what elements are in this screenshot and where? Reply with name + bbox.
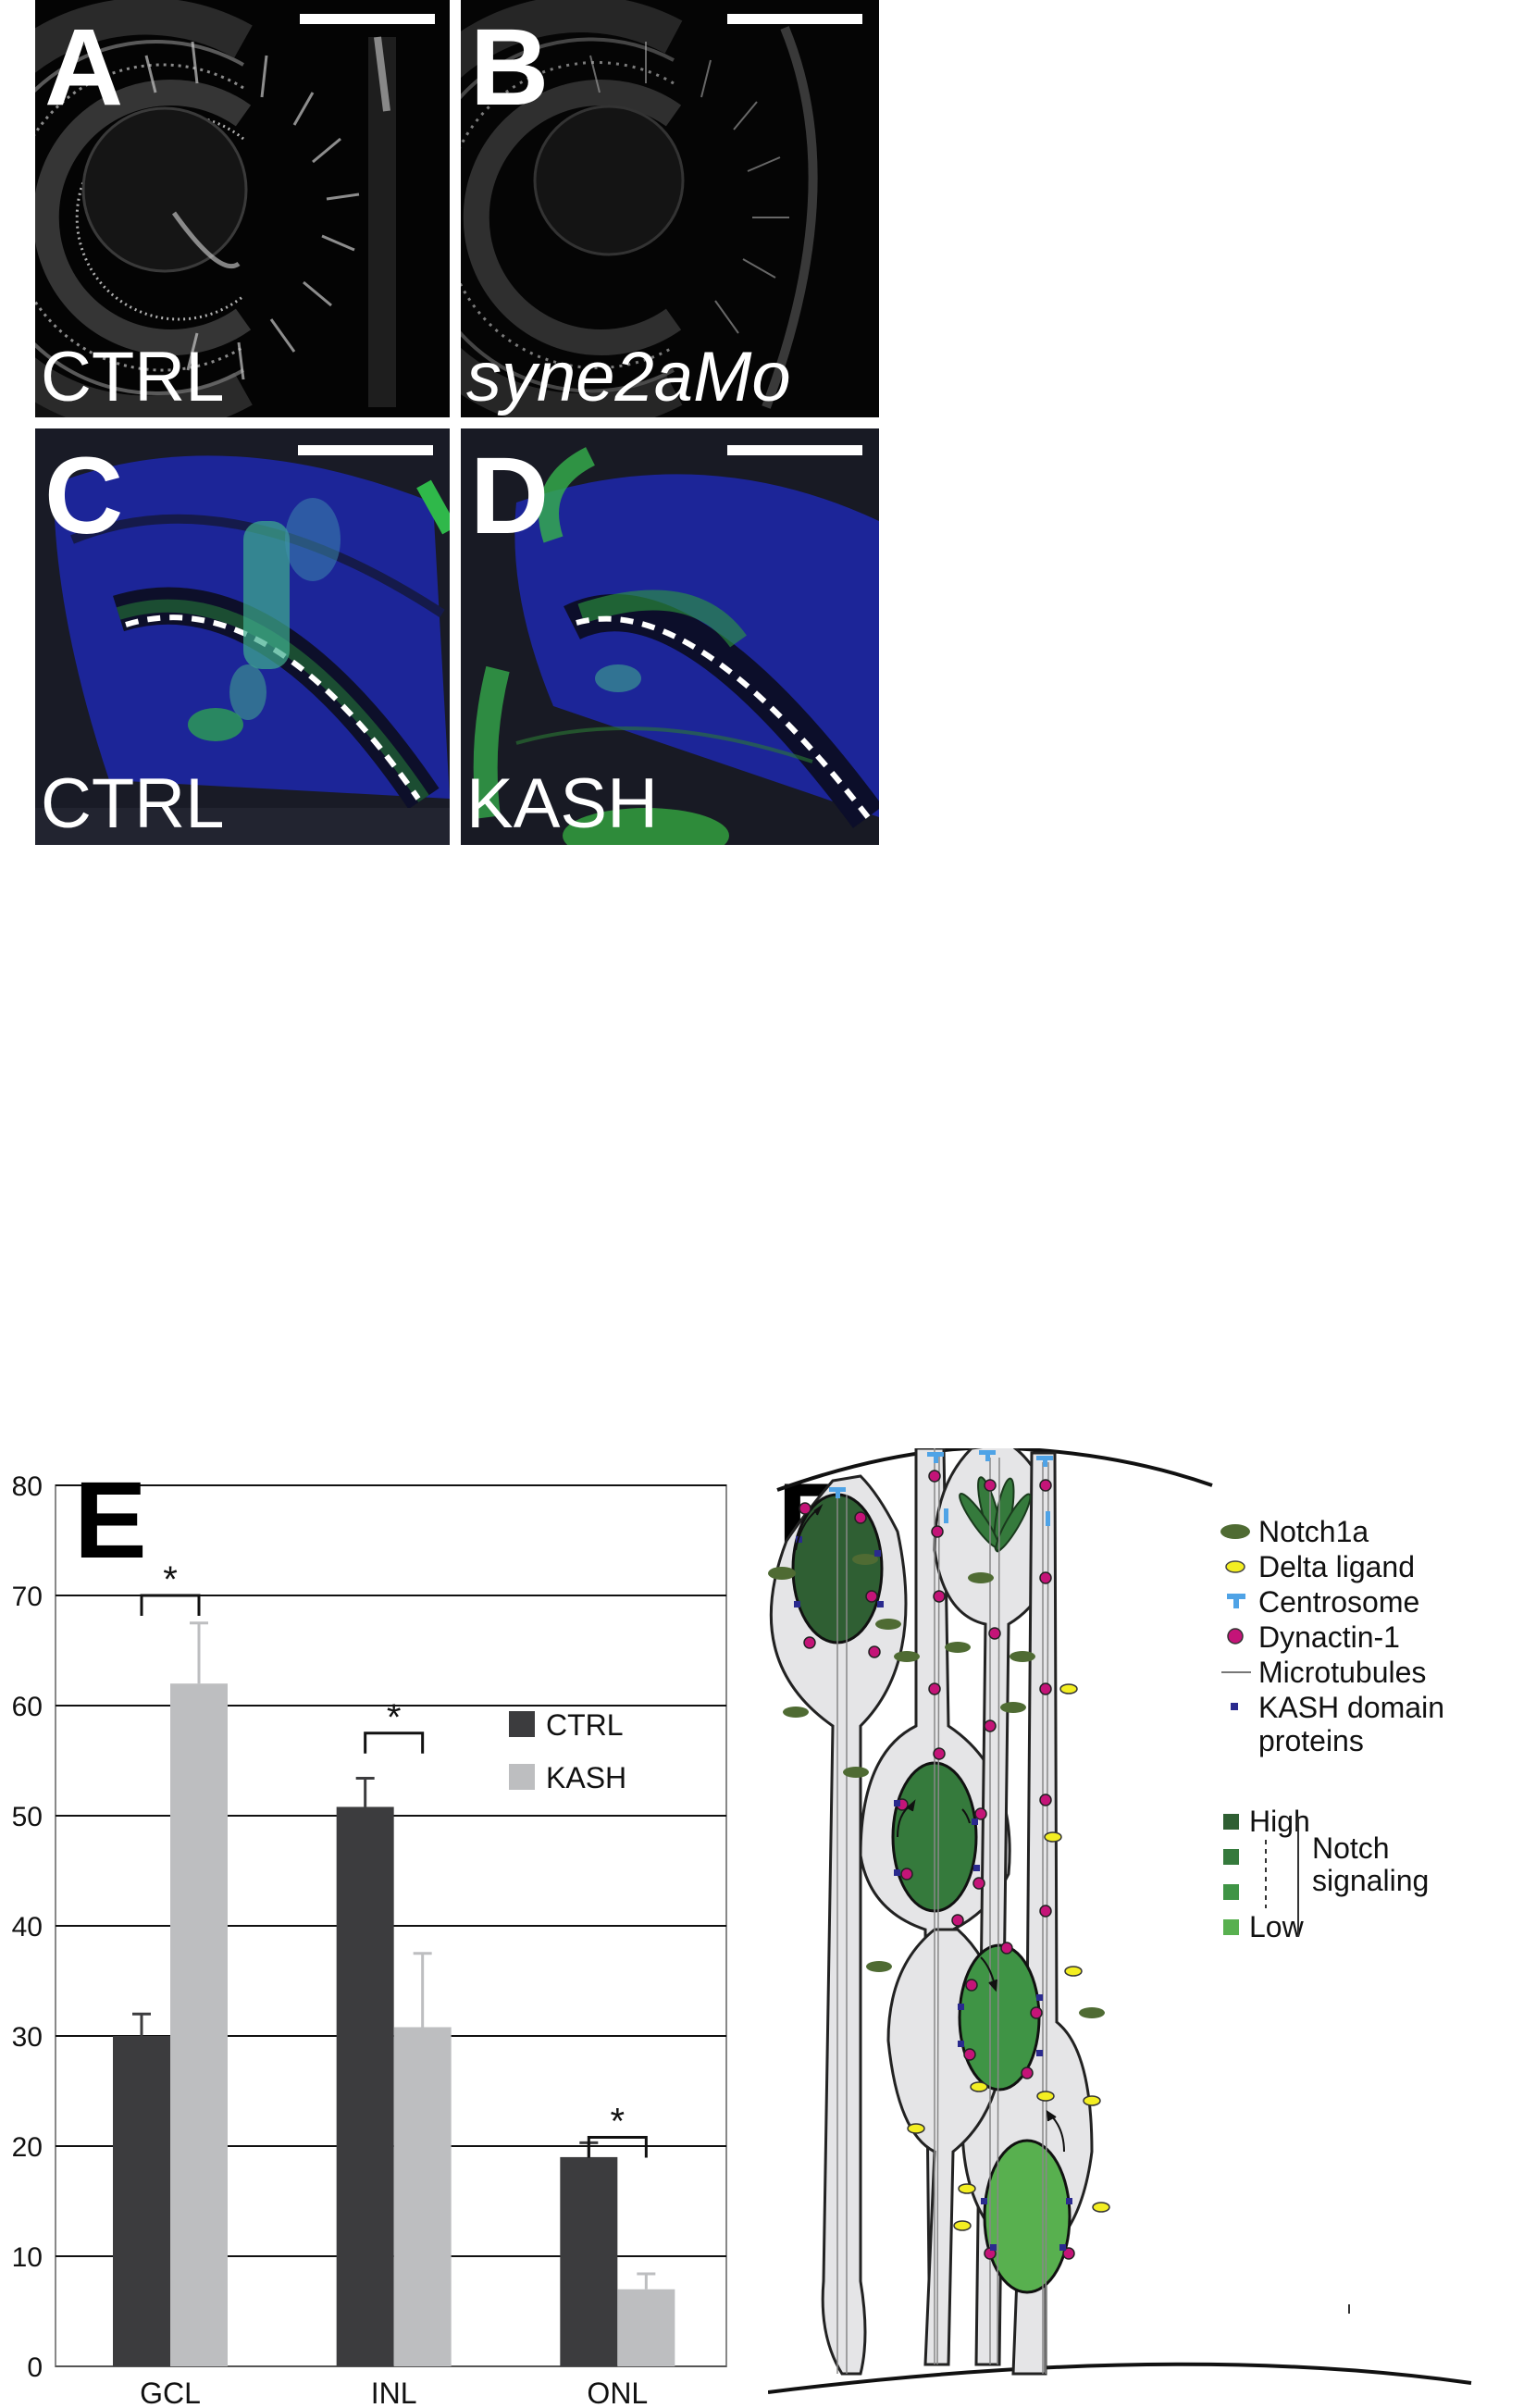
chart-y-tick-labels: 0 10 20 30 40 50 60 70 80 — [12, 1471, 43, 2383]
y-tick-label-0: 0 — [27, 2352, 43, 2383]
panel-c-letter: C — [44, 435, 124, 557]
bar-ctrl-gcl — [113, 2036, 170, 2366]
y-tick-label-60: 60 — [12, 1692, 43, 1722]
legend-label-notch1a: Notch1a — [1258, 1515, 1369, 1548]
x-tick-label-inl: INL — [371, 2377, 417, 2408]
y-tick-label-20: 20 — [12, 2132, 43, 2163]
panel-a-scale-bar — [300, 14, 435, 24]
panel-d-condition-label: KASH — [466, 764, 658, 843]
mitotic-chromosomes — [959, 1476, 1032, 1553]
gradient-swatch-2 — [1223, 1849, 1239, 1865]
legend-label-dynactin: Dynactin-1 — [1258, 1620, 1400, 1654]
chart-significance-brackets: * * * — [140, 1559, 648, 2158]
panel-c-image: C CTRL — [35, 428, 450, 845]
legend-label-microtubules: Microtubules — [1258, 1656, 1426, 1689]
significance-bracket-onl — [587, 2135, 648, 2158]
apical-surface-line — [776, 1448, 1213, 1492]
panel-d-letter: D — [470, 435, 550, 557]
diagram-legend: Notch1a Delta ligand Centrosome Dynactin… — [1220, 1515, 1444, 2314]
y-tick-label-40: 40 — [12, 1912, 43, 1943]
gradient-low-label: Low — [1249, 1910, 1305, 1943]
kash-square-icon — [1231, 1703, 1238, 1710]
gradient-title-line1: Notch — [1312, 1831, 1390, 1865]
y-tick-label-80: 80 — [12, 1471, 43, 1502]
bar-kash-inl — [393, 2027, 452, 2366]
panel-d-scale-bar — [727, 445, 862, 455]
panel-a-image: A CTRL — [35, 0, 450, 417]
panel-e-letter: E — [74, 1459, 147, 1582]
panel-c-scale-bar — [298, 445, 433, 455]
legend-label-kash: KASH domain — [1258, 1691, 1444, 1724]
significance-bracket-gcl — [140, 1594, 201, 1616]
x-tick-label-gcl: GCL — [140, 2377, 201, 2408]
panel-b-scale-bar — [727, 14, 862, 24]
notch1a-receptors — [768, 1554, 1105, 2018]
delta-ellipse-icon — [1225, 1560, 1245, 1573]
legend-label-ctrl: CTRL — [546, 1708, 624, 1742]
legend-label-kash-line2: proteins — [1258, 1724, 1364, 1757]
panel-e-bar-chart: 0 10 20 30 40 50 60 70 80 GCL INL ONL * * * CTRL KASH… — [12, 1459, 727, 2408]
gradient-swatch-high — [1223, 1814, 1239, 1830]
nucleus-low — [983, 2139, 1071, 2294]
panel-b-image: B syne2aMo — [461, 0, 879, 417]
delta-ligands — [907, 1683, 1110, 2231]
chart-x-tick-labels: GCL INL ONL — [140, 2377, 648, 2408]
bar-ctrl-inl — [336, 1806, 394, 2366]
legend-swatch-ctrl — [509, 1711, 535, 1737]
gradient-high-label: High — [1249, 1805, 1310, 1838]
dynactin-dot-icon — [1227, 1628, 1244, 1645]
panel-a-condition-label: CTRL — [41, 338, 225, 416]
motion-arrows — [795, 1504, 1065, 2153]
gradient-title-line2: signaling — [1312, 1864, 1429, 1897]
notch-ellipse-icon — [1220, 1524, 1250, 1539]
y-tick-label-50: 50 — [12, 1802, 43, 1832]
centrosome-t-icon — [1227, 1594, 1245, 1608]
centrosome-icons — [829, 1450, 1053, 1526]
panel-c-condition-label: CTRL — [41, 764, 225, 843]
chart-bars — [113, 1621, 675, 2366]
microtubule-lines — [836, 1448, 1049, 2375]
legend-label-kash: KASH — [546, 1761, 626, 1794]
panel-a-letter: A — [44, 6, 124, 129]
legend-label-centrosome: Centrosome — [1258, 1585, 1419, 1619]
panel-b-letter: B — [470, 6, 550, 129]
significance-bracket-inl — [364, 1732, 425, 1754]
panel-f-diagram: F — [768, 1448, 1472, 2394]
chart-legend: CTRL KASH — [509, 1708, 626, 1794]
legend-label-delta: Delta ligand — [1258, 1550, 1415, 1583]
bar-kash-onl — [617, 2289, 675, 2366]
bar-ctrl-onl — [560, 2156, 618, 2366]
significance-star-onl: * — [611, 2101, 626, 2141]
bar-kash-gcl — [170, 1683, 228, 2366]
legend-swatch-kash — [509, 1764, 535, 1790]
basal-surface-line — [768, 2362, 1472, 2394]
y-tick-label-10: 10 — [12, 2242, 43, 2273]
x-tick-label-onl: ONL — [587, 2377, 648, 2408]
y-tick-label-70: 70 — [12, 1582, 43, 1612]
significance-star-gcl: * — [163, 1559, 178, 1600]
panel-d-image: D KASH — [461, 428, 879, 845]
y-tick-label-30: 30 — [12, 2022, 43, 2053]
significance-star-inl: * — [387, 1697, 402, 1738]
panel-b-condition-label: syne2aMo — [466, 338, 791, 416]
gradient-swatch-3 — [1223, 1884, 1239, 1900]
gradient-swatch-low — [1223, 1919, 1239, 1935]
